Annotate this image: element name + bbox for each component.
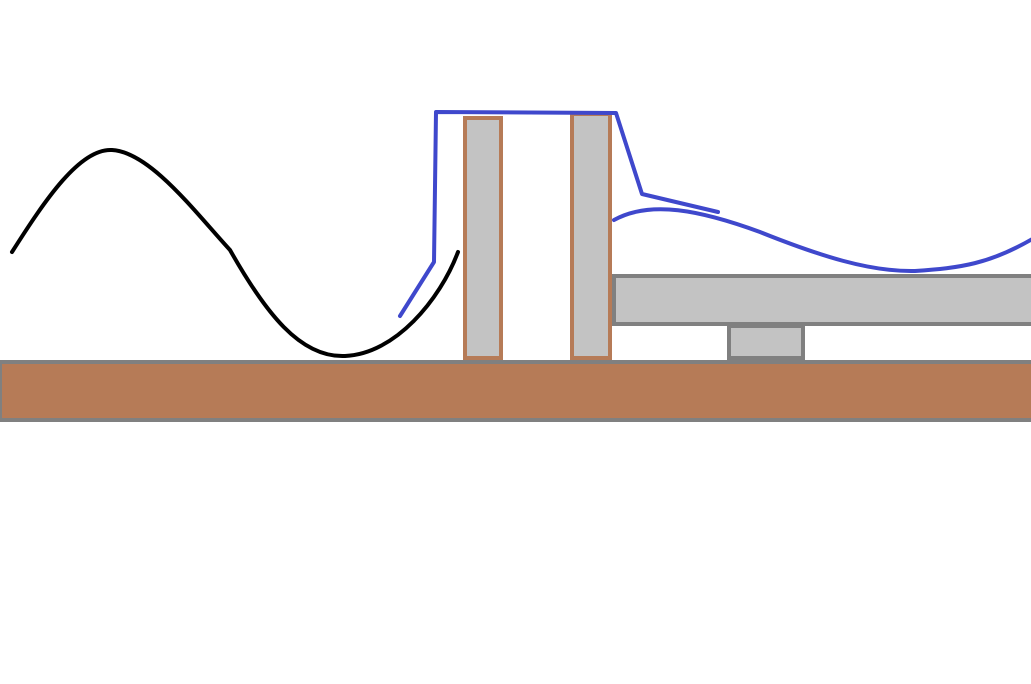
blue-overlay-line bbox=[398, 110, 720, 318]
horizontal-beam bbox=[612, 274, 1031, 326]
vertical-post-left bbox=[463, 116, 503, 360]
beam-support-block bbox=[727, 324, 805, 360]
ground-slab bbox=[0, 360, 1031, 422]
blue-wave-line bbox=[612, 207, 1031, 274]
black-wave-line bbox=[10, 147, 460, 359]
vertical-post-right bbox=[570, 112, 612, 360]
